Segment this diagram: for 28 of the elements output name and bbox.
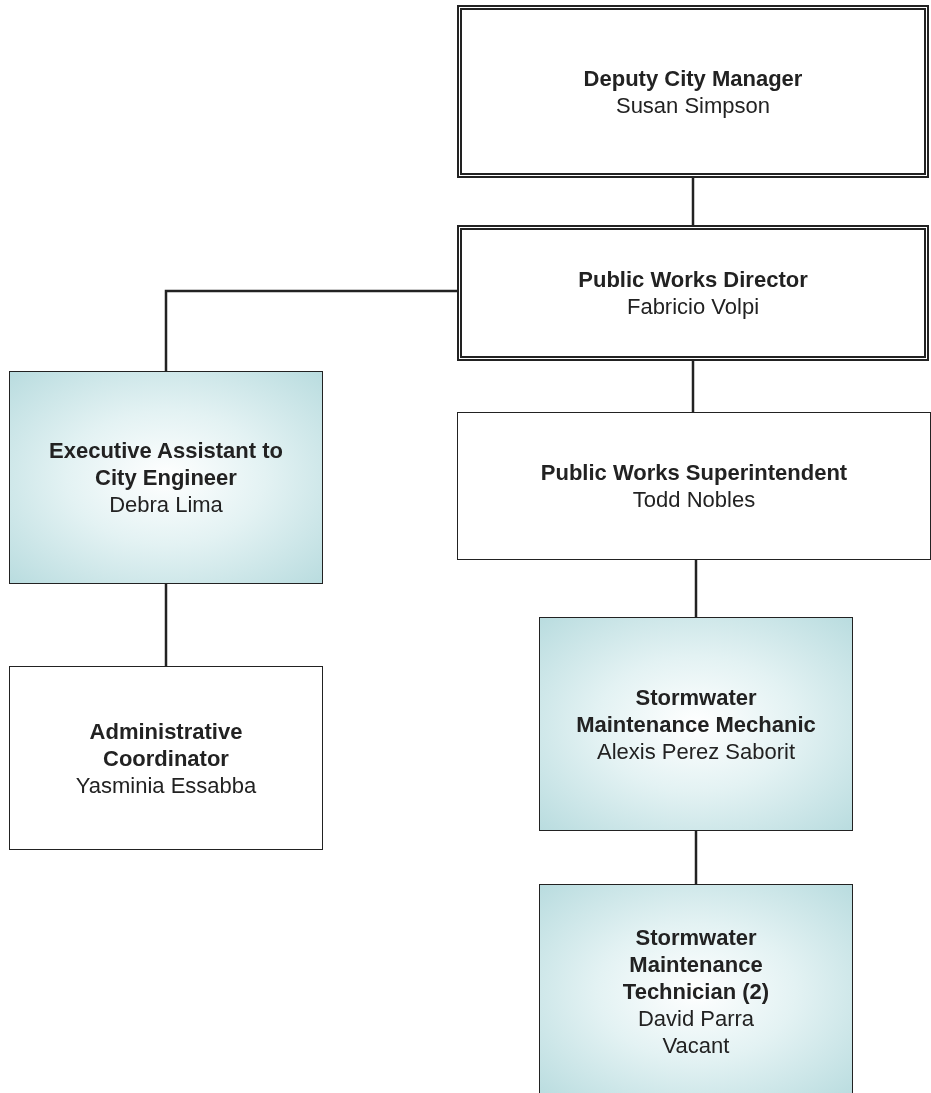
job-title: Deputy City Manager [583, 64, 803, 92]
connector-line [691, 178, 695, 225]
connector-line [694, 560, 698, 617]
employee-name: Yasminia Essabba [75, 771, 257, 799]
employee-name: David Parra [637, 1005, 755, 1032]
job-title: Stormwater Maintenance Technician (2) [621, 924, 771, 1005]
employee-name: Susan Simpson [615, 91, 771, 119]
employee-name: Alexis Perez Saborit [596, 737, 796, 765]
position-box [9, 371, 323, 584]
employee-name: Vacant [662, 1032, 730, 1059]
job-title: Public Works Director [578, 266, 808, 293]
connector-line [691, 361, 695, 412]
connector-line [164, 584, 168, 666]
job-title: Executive Assistant to City Engineer [48, 437, 284, 491]
employee-name: Fabricio Volpi [626, 293, 760, 320]
job-title: Administrative Coordinator [88, 717, 244, 772]
position-box [457, 5, 929, 178]
job-title: Stormwater Maintenance Mechanic [576, 683, 816, 738]
employee-name: Debra Lima [109, 491, 223, 518]
employee-name: Todd Nobles [632, 486, 756, 513]
position-box [539, 617, 853, 831]
position-box [457, 412, 931, 560]
connector-line [694, 831, 698, 884]
job-title: Public Works Superintendent [540, 459, 848, 486]
position-box [539, 884, 853, 1093]
position-box [457, 225, 929, 361]
connector-line [164, 289, 457, 371]
position-box [9, 666, 323, 850]
